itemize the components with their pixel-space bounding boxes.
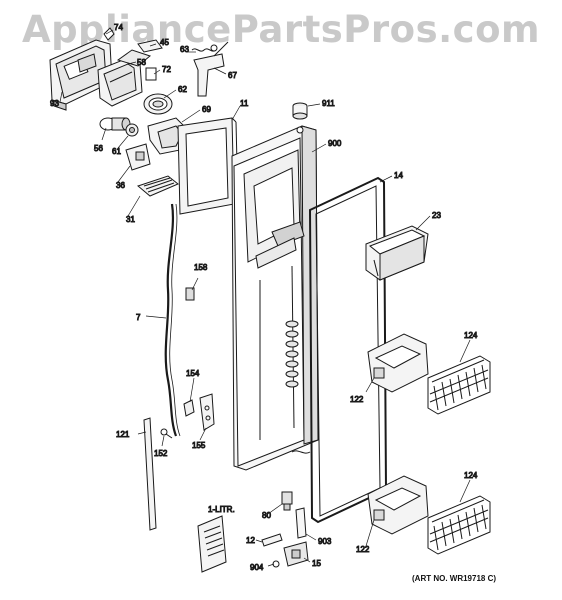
label-158: 158: [194, 263, 208, 272]
lever-part-67: [193, 41, 229, 97]
dispenser-frame-part-11: [177, 117, 239, 215]
label-7: 7: [136, 313, 141, 322]
label-121: 121: [116, 430, 130, 439]
label-124-upper: 124: [464, 331, 478, 340]
label-1-litr: 1-LITR.: [208, 505, 235, 514]
label-152: 152: [154, 449, 168, 458]
spring-part-63: [191, 44, 218, 52]
label-93: 93: [50, 99, 59, 108]
label-155: 155: [192, 441, 206, 450]
label-14: 14: [394, 171, 403, 180]
label-154: 154: [186, 369, 200, 378]
label-62: 62: [178, 85, 187, 94]
wire-basket-lower-part-124: [427, 495, 491, 555]
screw-part-152: [160, 428, 173, 439]
damper-part-56: [99, 117, 131, 131]
valve-part-15: [283, 541, 309, 567]
label-900: 900: [328, 139, 342, 148]
leader-lines: [59, 29, 471, 567]
label-911: 911: [322, 99, 335, 108]
solenoid-part-36: [125, 143, 151, 171]
shelf-bracket-upper-part-122: [367, 333, 429, 393]
label-31: 31: [126, 215, 135, 224]
actuator-part-61: [125, 123, 139, 137]
label-63: 63: [180, 45, 189, 54]
clip-part-74: [103, 27, 115, 41]
label-67: 67: [228, 71, 237, 80]
grille-part-31: [136, 175, 179, 197]
dairy-bin-part-23: [365, 225, 429, 281]
label-45: 45: [160, 38, 169, 47]
label-80: 80: [262, 511, 271, 520]
wire-harness-part-7: [164, 203, 181, 437]
wire-basket-upper-part-124: [427, 355, 491, 415]
hinge-pin-part-121: [143, 417, 157, 531]
label-23: 23: [432, 211, 441, 220]
label-61: 61: [112, 147, 121, 156]
label-11: 11: [240, 99, 249, 108]
ring-part-62: [143, 93, 173, 115]
manual-part-1-litr: [197, 515, 227, 573]
art-number: (ART NO. WR19718 C): [412, 574, 497, 583]
label-903: 903: [318, 537, 332, 546]
label-72: 72: [162, 65, 171, 74]
tube-part-903: [295, 507, 307, 539]
dispenser-motor-part-58: [97, 49, 152, 107]
label-56: 56: [94, 144, 103, 153]
label-124-lower: 124: [464, 471, 478, 480]
connector-part-158: [185, 287, 195, 301]
label-69: 69: [202, 105, 211, 114]
fitting-part-80: [281, 491, 293, 511]
label-74: 74: [114, 23, 123, 32]
door-button-column: [285, 320, 299, 388]
part-labels: 74 45 58 72 63 67 93 62 69 11 911 56 61 …: [50, 23, 479, 573]
label-122-lower: 122: [356, 545, 370, 554]
switch-part-72: [145, 67, 157, 81]
label-36: 36: [116, 181, 125, 190]
label-12: 12: [246, 536, 255, 545]
clamp-part-154: [183, 399, 195, 417]
shelf-bracket-lower-part-122: [367, 475, 429, 535]
label-58: 58: [137, 58, 146, 67]
label-15: 15: [312, 559, 321, 568]
label-904: 904: [250, 563, 264, 572]
label-122-upper: 122: [350, 395, 364, 404]
cap-part-911: [292, 102, 308, 120]
hinge-part-155: [199, 393, 215, 431]
strip-part-12: [261, 533, 283, 547]
door-assembly-part-900: [231, 125, 319, 471]
